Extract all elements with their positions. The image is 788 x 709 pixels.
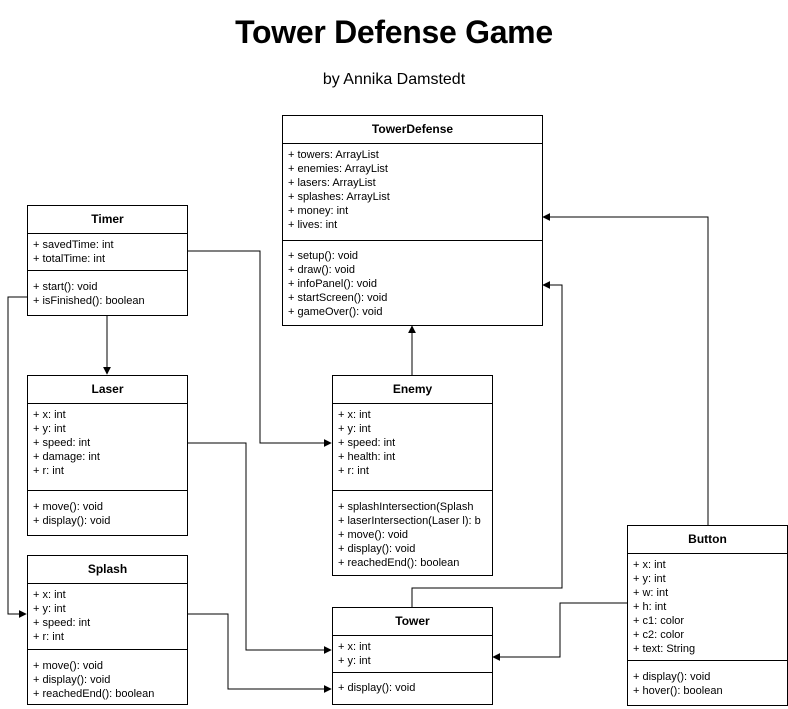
class-timer[interactable]: Timer + savedTime: int + totalTime: int … [27,205,188,316]
methods-section: + display(): void + hover(): boolean [628,661,787,702]
class-tower[interactable]: Tower + x: int + y: int + display(): voi… [332,607,493,705]
attribute: + x: int [633,559,666,571]
methods-section: + setup(): void + draw(): void + infoPan… [283,241,542,323]
attributes-section: + x: int + y: int + speed: int + damage:… [28,404,187,491]
attribute: + lasers: ArrayList [288,177,376,189]
attribute: + totalTime: int [33,253,106,265]
class-name: Splash [28,556,187,584]
attribute: + r: int [33,465,64,477]
method: + gameOver(): void [288,306,383,318]
attribute: + w: int [633,587,669,599]
method: + move(): void [338,529,408,541]
attribute: + speed: int [338,437,396,449]
edge-tower-to-towerdefense [411,281,563,607]
edge-button-to-tower [492,602,627,661]
method: + display(): void [33,515,111,527]
class-name: Tower [333,608,492,636]
methods-section: + splashIntersection(Splash + laserInter… [333,491,492,574]
method: + laserIntersection(Laser l): b [338,515,481,527]
class-enemy[interactable]: Enemy + x: int + y: int + speed: int + h… [332,375,493,576]
methods-section: + start(): void + isFinished(): boolean [28,271,187,312]
method: + move(): void [33,501,103,513]
diagram-subtitle: by Annika Damstedt [322,71,466,88]
attribute: + damage: int [33,451,100,463]
edge-button-to-towerdefense [542,213,709,525]
attributes-section: + savedTime: int + totalTime: int [28,234,187,271]
class-laser[interactable]: Laser + x: int + y: int + speed: int + d… [27,375,188,536]
method: + draw(): void [288,264,355,276]
attribute: + text: String [633,643,696,655]
attribute: + c2: color [633,629,685,641]
attribute: + y: int [33,423,66,435]
attribute: + speed: int [33,437,91,449]
edge-splash-to-tower [187,613,332,693]
attribute: + r: int [338,465,369,477]
attributes-section: + x: int + y: int + w: int + h: int + c1… [628,554,787,661]
method: + isFinished(): boolean [33,295,145,307]
class-splash[interactable]: Splash + x: int + y: int + speed: int + … [27,555,188,705]
attribute: + y: int [633,573,666,585]
attribute: + c1: color [633,615,685,627]
methods-section: + move(): void + display(): void [28,491,187,532]
method: + display(): void [338,682,416,694]
attribute: + y: int [338,655,371,667]
attribute: + y: int [338,423,371,435]
attribute: + x: int [33,589,66,601]
attribute: + money: int [288,205,349,217]
class-name: Laser [28,376,187,404]
method: + reachedEnd(): boolean [33,688,155,700]
methods-section: + display(): void [333,673,492,699]
method: + display(): void [338,543,416,555]
edge-timer-to-splash [7,296,27,618]
attribute: + speed: int [33,617,91,629]
attribute: + lives: int [288,219,338,231]
method: + display(): void [33,674,111,686]
class-name: Timer [28,206,187,234]
edge-timer-to-enemy [187,250,332,447]
attribute: + h: int [633,601,667,613]
attributes-section: + x: int + y: int + speed: int + r: int [28,584,187,650]
attribute: + x: int [338,641,371,653]
attribute: + splashes: ArrayList [288,191,390,203]
class-name: Button [628,526,787,554]
diagram-title: Tower Defense Game [235,14,553,50]
method: + display(): void [633,671,711,683]
method: + splashIntersection(Splash [338,501,474,513]
class-name: TowerDefense [283,116,542,144]
method: + start(): void [33,281,98,293]
edge-laser-to-tower [187,442,332,654]
method: + hover(): boolean [633,685,723,697]
method: + reachedEnd(): boolean [338,557,460,569]
attribute: + x: int [338,409,371,421]
attributes-section: + towers: ArrayList + enemies: ArrayList… [283,144,542,241]
attribute: + x: int [33,409,66,421]
attributes-section: + x: int + y: int [333,636,492,673]
methods-section: + move(): void + display(): void + reach… [28,650,187,704]
attributes-section: + x: int + y: int + speed: int + health:… [333,404,492,491]
method: + startScreen(): void [288,292,388,304]
attribute: + health: int [338,451,396,463]
attribute: + enemies: ArrayList [288,163,388,175]
class-towerdefense[interactable]: TowerDefense + towers: ArrayList + enemi… [282,115,543,326]
attribute: + savedTime: int [33,239,114,251]
attribute: + r: int [33,631,64,643]
attribute: + y: int [33,603,66,615]
attribute: + towers: ArrayList [288,149,379,161]
method: + infoPanel(): void [288,278,377,290]
class-name: Enemy [333,376,492,404]
method: + move(): void [33,660,103,672]
class-button[interactable]: Button + x: int + y: int + w: int + h: i… [627,525,788,706]
method: + setup(): void [288,250,359,262]
